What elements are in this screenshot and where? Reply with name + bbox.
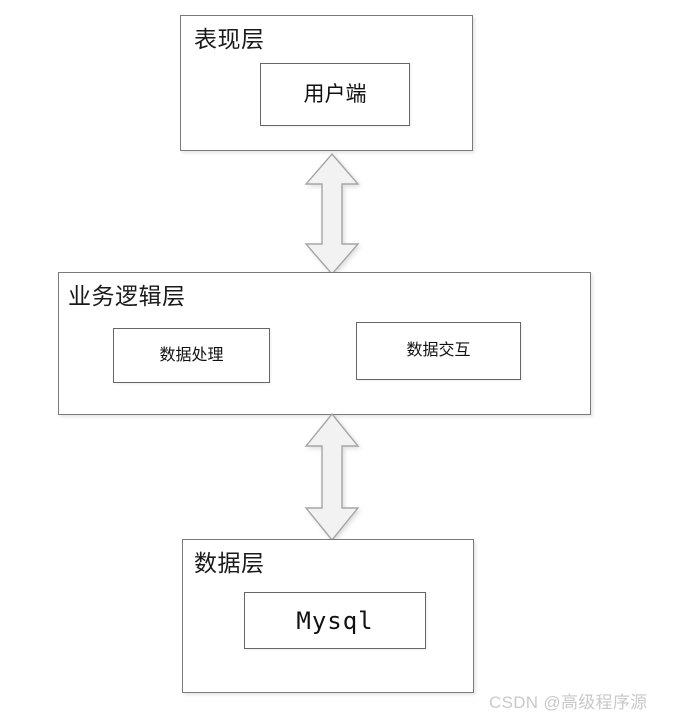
- layer-title-presentation: 表现层: [194, 27, 265, 52]
- node-label-data-process: 数据处理: [159, 346, 224, 364]
- layer-title-business: 业务逻辑层: [68, 284, 186, 309]
- node-mysql: Mysql: [244, 592, 426, 649]
- node-label-data-exchange: 数据交互: [406, 342, 471, 359]
- node-client: 用户端: [260, 63, 410, 126]
- double-headed-arrow-vertical-icon: [304, 152, 360, 276]
- layer-title-data: 数据层: [194, 551, 265, 576]
- watermark-text: CSDN @高级程序源: [489, 693, 648, 712]
- node-data-exchange: 数据交互: [356, 322, 521, 380]
- double-headed-arrow-vertical-icon: [304, 412, 360, 542]
- node-label-client: 用户端: [303, 82, 367, 106]
- node-label-mysql: Mysql: [296, 606, 374, 635]
- node-data-process: 数据处理: [113, 328, 270, 383]
